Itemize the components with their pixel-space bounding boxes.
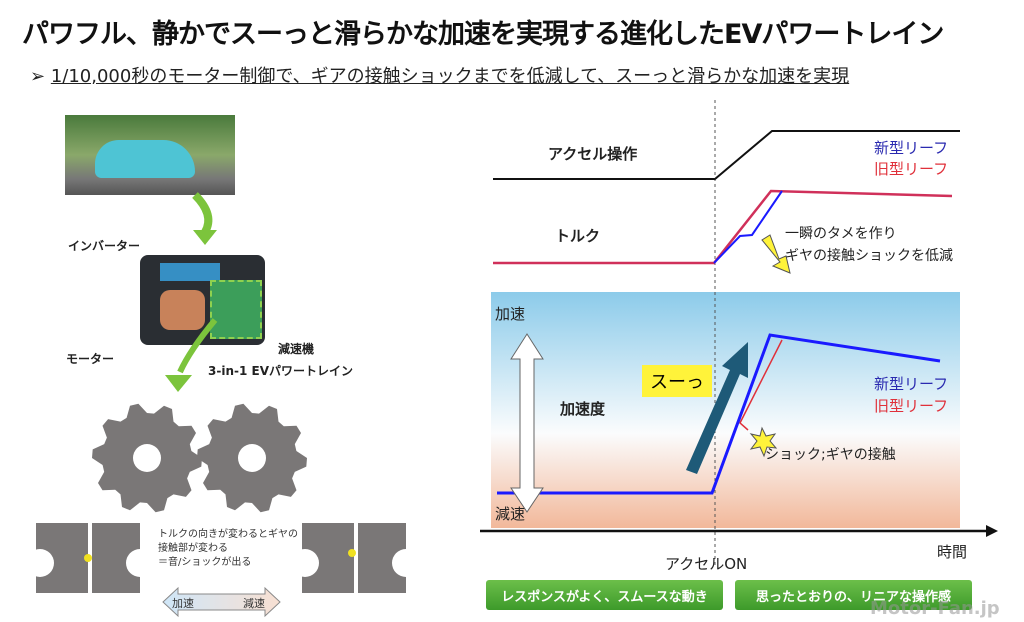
smooth-arrow-icon xyxy=(686,342,748,474)
powertrain-label: 3-in-1 EVパワートレイン xyxy=(208,364,353,378)
contact-point-icon xyxy=(84,554,92,562)
legend-old-2: 旧型リーフ xyxy=(874,397,949,415)
torque-new-line xyxy=(713,190,783,264)
acceleration-panel xyxy=(491,292,960,528)
arrow-down-icon xyxy=(192,192,213,235)
accel-top-label: 加速 xyxy=(495,305,526,323)
subtitle: ➢ 1/10,000秒のモーター制御で、ギアの接触ショックまでを低減して、スーっ… xyxy=(30,62,849,88)
gear-hole xyxy=(133,444,161,472)
left-illustration xyxy=(26,192,420,618)
motor-label: モーター xyxy=(66,352,115,366)
gear-note-line: 接触部が変わる xyxy=(158,543,228,554)
response-badge: レスポンスがよく、スムースな動き xyxy=(486,580,723,610)
accel-decel-double-arrow xyxy=(162,586,281,618)
legend-old: 旧型リーフ xyxy=(874,160,949,178)
subtitle-text: 1/10,000秒のモーター制御で、ギアの接触ショックまでを低減して、スーっと滑… xyxy=(50,66,850,87)
decel-bottom-label: 減速 xyxy=(495,505,526,523)
bullet-icon: ➢ xyxy=(30,66,46,87)
accel-old-line xyxy=(739,339,783,431)
yellow-arrow-icon xyxy=(761,234,791,274)
gear-note-line: ＝音/ショックが出る xyxy=(158,557,252,568)
arrow-down-icon xyxy=(177,318,218,374)
linear-badge: 思ったとおりの、リニアな操作感 xyxy=(735,580,972,610)
shock-burst-icon xyxy=(749,426,778,458)
torque-label: トルク xyxy=(555,227,601,245)
accel-label: 加速 xyxy=(172,597,194,610)
watermark: Motor-Fan.jp xyxy=(870,598,1000,619)
gear-closeup-left xyxy=(26,523,154,593)
car-image xyxy=(95,140,195,178)
reducer-label: 減速機 xyxy=(278,342,315,356)
shock-label: ショック;ギヤの接触 xyxy=(765,447,896,463)
torque-old-line xyxy=(493,189,953,265)
accel-op-line xyxy=(493,130,960,180)
accel-new-line xyxy=(497,333,941,495)
time-label: 時間 xyxy=(937,543,968,561)
suu-label: スーっ xyxy=(642,365,712,397)
inverter-label: インバーター xyxy=(68,239,141,253)
gear-note: トルクの向きが変わるとギヤの 接触部が変わる ＝音/ショックが出る xyxy=(158,528,298,570)
updown-arrow-icon xyxy=(510,333,544,513)
gear-note-line: トルクの向きが変わるとギヤの xyxy=(158,529,298,540)
legend-new: 新型リーフ xyxy=(874,139,949,157)
tame-note-2: ギヤの接触ショックを低減 xyxy=(785,248,953,264)
acceleration-label: 加速度 xyxy=(560,400,606,418)
page-title: パワフル、静かでスーっと滑らかな加速を実現する進化したEVパワートレイン xyxy=(22,19,944,50)
gear-closeup-right xyxy=(291,523,420,593)
arrow-down-icon xyxy=(193,230,217,245)
accel-op-label: アクセル操作 xyxy=(548,145,638,163)
tame-note-1: 一瞬のタメを作り xyxy=(785,226,897,242)
contact-point-icon xyxy=(348,549,356,557)
gear-hole xyxy=(238,444,266,472)
decel-label: 減速 xyxy=(243,597,265,610)
legend-new-2: 新型リーフ xyxy=(874,375,949,393)
accel-on-label: アクセルON xyxy=(665,555,748,573)
powertrain-image xyxy=(140,255,265,345)
arrow-down-icon xyxy=(165,375,192,392)
axis-arrow-icon xyxy=(986,525,998,537)
